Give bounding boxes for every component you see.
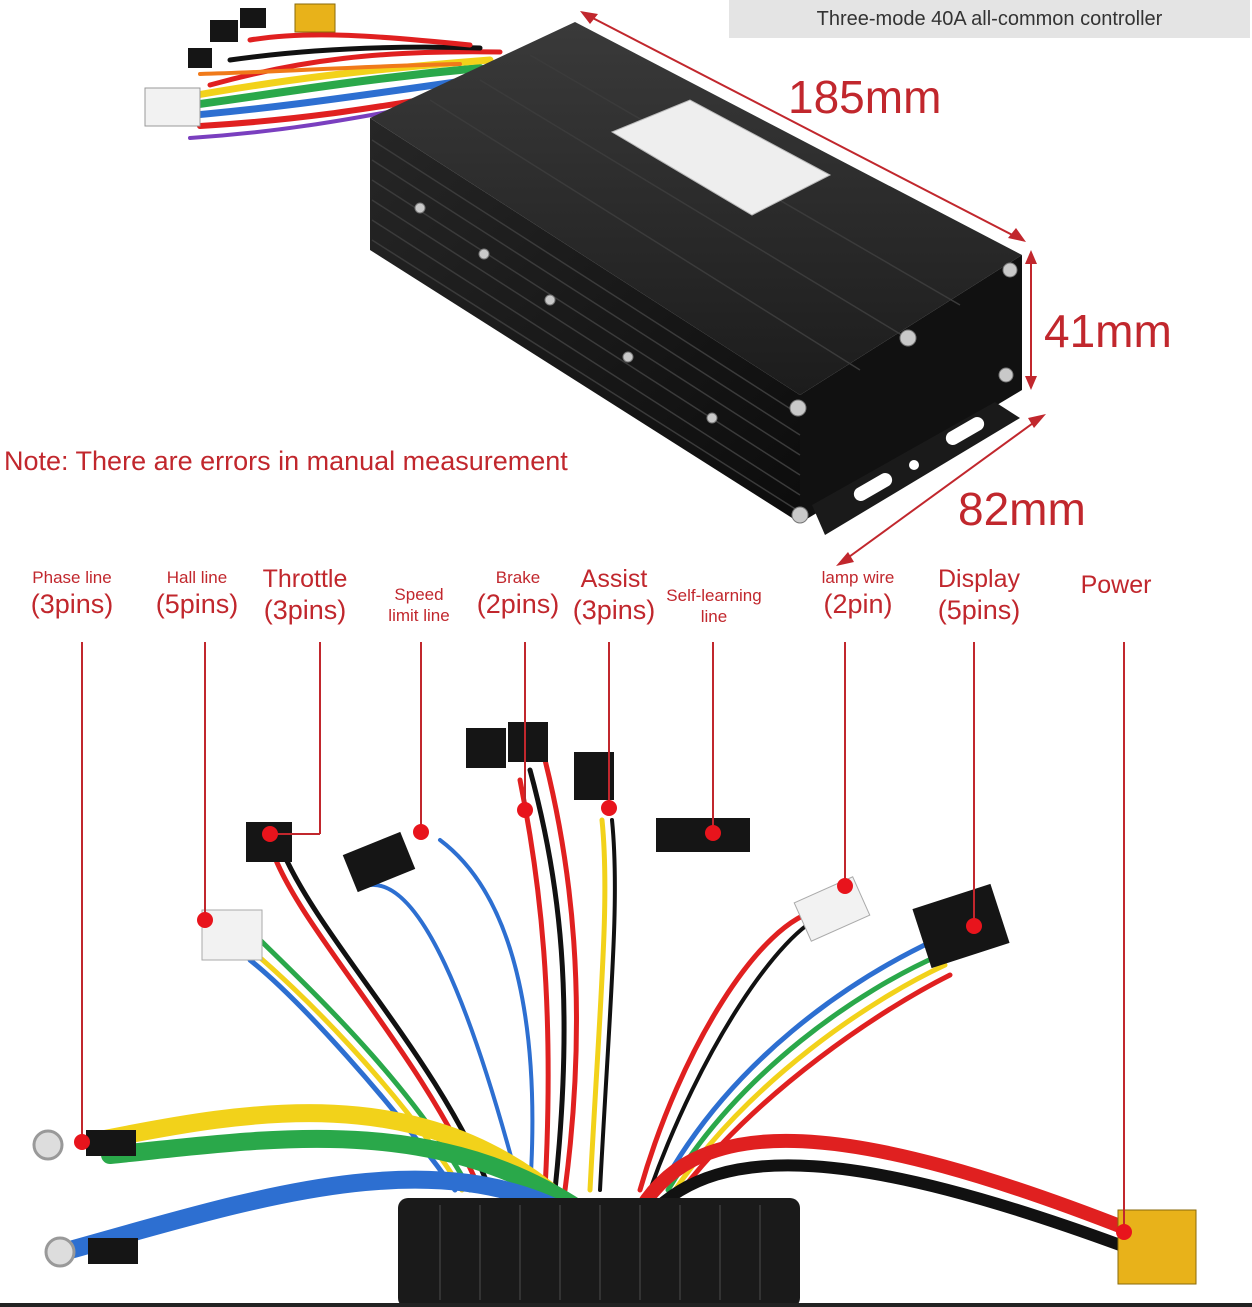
label-assist: Assist(3pins) — [572, 565, 656, 625]
small-connector — [240, 8, 266, 28]
top-wire-bundle — [156, 32, 503, 140]
length-dimension: 185mm — [788, 71, 942, 123]
label-throttle: Throttle(3pins) — [262, 565, 348, 625]
box-front-face — [370, 118, 800, 523]
box-top-face — [370, 22, 1022, 395]
white-connector — [144, 87, 201, 127]
wiring-harness — [61, 757, 1137, 1259]
yellow-xt-connector — [294, 3, 336, 33]
measurement-note: Note: There are errors in manual measure… — [4, 446, 568, 476]
width-dimension: 82mm — [958, 483, 1086, 535]
label-brake: Brake(2pins) — [476, 568, 560, 619]
dimension-arrows — [580, 11, 1046, 566]
box-end-face — [800, 255, 1022, 523]
label-hall-line: Hall line(5pins) — [155, 568, 239, 619]
label-display: Display(5pins) — [937, 565, 1021, 625]
leader-lines — [81, 642, 1125, 1230]
label-lamp-wire: lamp wire(2pin) — [821, 568, 895, 619]
bottom-divider — [0, 1303, 1252, 1307]
label-speed-limit-line: Speed limit line — [388, 585, 450, 625]
harness-connectors — [32, 722, 1197, 1307]
product-title-banner: Three-mode 40A all-common controller — [729, 0, 1250, 38]
leader-dots — [74, 800, 1132, 1240]
controller-box-top — [144, 3, 1022, 535]
label-self-learning-line: Self-learning line — [666, 586, 762, 626]
screws — [414, 202, 1018, 524]
small-connector — [188, 48, 212, 68]
small-connector — [210, 20, 238, 42]
height-dimension: 41mm — [1044, 305, 1172, 357]
label-phase-line: Phase line(3pins) — [30, 568, 114, 619]
label-power: Power — [1080, 571, 1152, 599]
spec-sticker — [610, 99, 832, 216]
